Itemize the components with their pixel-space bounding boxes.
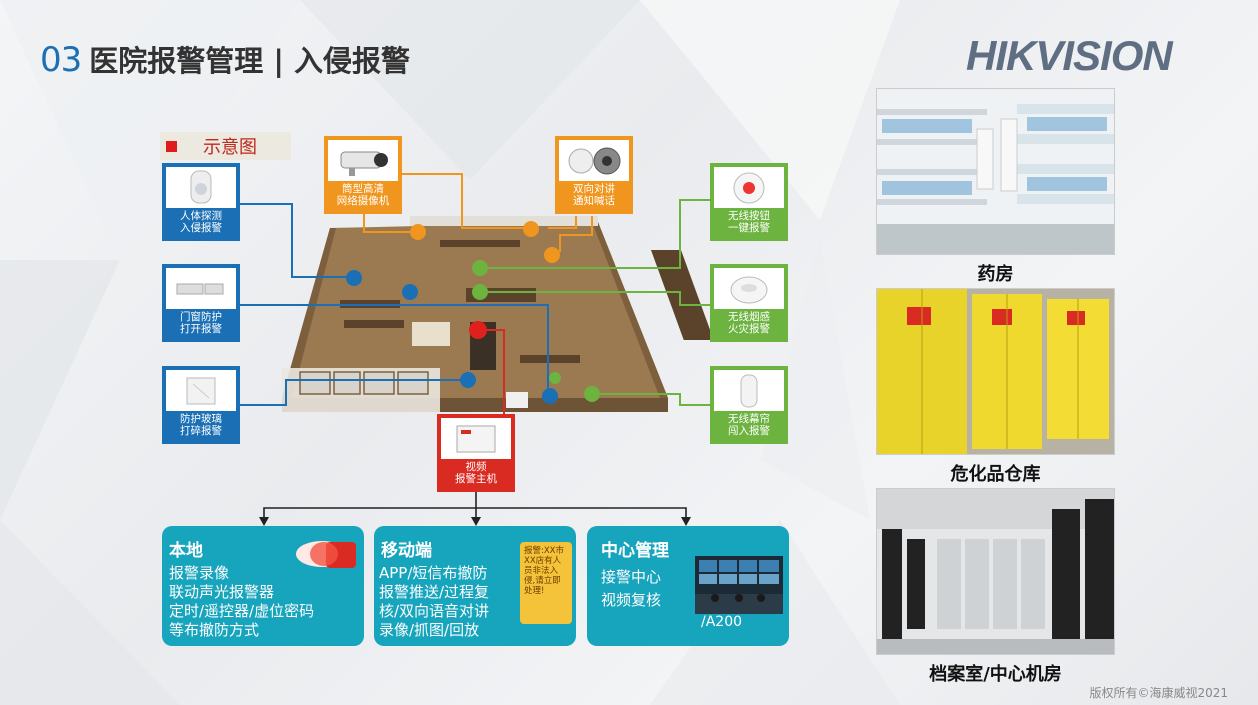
marker-speaker-2 <box>544 247 560 263</box>
marker-door <box>402 284 418 300</box>
marker-door-2 <box>542 388 558 404</box>
legend: 示意图 <box>160 132 291 160</box>
marker-glass <box>460 372 476 388</box>
panel-code: /A200 <box>701 614 743 630</box>
panel-line: APP/短信布撤防 <box>379 564 488 582</box>
hikvision-logo: HIKVISION <box>966 32 1175 79</box>
marker-button <box>472 260 488 276</box>
device-door-window[interactable]: 门窗防护 打开报警 <box>162 264 240 342</box>
device-panic-button[interactable]: 无线按钮 一键报警 <box>710 163 788 241</box>
device-glass-break[interactable]: 防护玻璃 打碎报警 <box>162 366 240 444</box>
motion-sensor-icon <box>166 167 236 208</box>
glass-break-detector-icon <box>166 370 236 411</box>
panel-center: 中心管理 接警中心 视频复核 /A200 <box>587 526 789 646</box>
panel-line: 录像/抓图/回放 <box>379 621 480 639</box>
device-body-sensor[interactable]: 人体探测 入侵报警 <box>162 163 240 241</box>
device-alarm-host[interactable]: 视频 报警主机 <box>437 414 515 492</box>
legend-marker <box>166 140 177 152</box>
curtain-detector-icon <box>714 370 784 411</box>
device-label: 双向对讲 通知喊话 <box>559 181 629 210</box>
smoke-detector-icon <box>714 268 784 309</box>
device-smoke-detector[interactable]: 无线烟感 火灾报警 <box>710 264 788 342</box>
caption-archive: 档案室/中心机房 <box>929 664 1062 685</box>
phone-notification: 报警:XX市XX店有人员非法入侵,请立即处理! <box>520 542 572 624</box>
marker-curtain <box>549 372 561 384</box>
bullet-camera-icon <box>328 140 398 181</box>
hazmat-storage-photo <box>876 288 1115 455</box>
legend-label: 示意图 <box>203 137 257 158</box>
control-room-image <box>695 556 783 614</box>
panel-line: 报警推送/过程复 <box>379 583 490 601</box>
marker-host <box>469 321 487 339</box>
marker-camera <box>410 224 426 240</box>
copyright: 版权所有©海康威视2021 <box>1089 686 1228 700</box>
marker-speaker <box>523 221 539 237</box>
siren-icon <box>296 541 356 568</box>
panel-line: 报警录像 <box>169 564 230 582</box>
device-label: 人体探测 入侵报警 <box>166 208 236 237</box>
caption-pharmacy: 药房 <box>977 264 1014 285</box>
server-room-photo <box>876 488 1115 655</box>
floor-plan <box>282 222 668 398</box>
pharmacy-photo <box>876 88 1115 255</box>
device-label: 门窗防护 打开报警 <box>166 309 236 338</box>
device-label: 防护玻璃 打碎报警 <box>166 411 236 440</box>
device-curtain-detector[interactable]: 无线幕帘 闯入报警 <box>710 366 788 444</box>
caption-hazmat: 危化品仓库 <box>950 464 1041 485</box>
panel-line: 核/双向语音对讲 <box>379 602 490 620</box>
alarm-host-icon <box>441 418 511 459</box>
panel-line: 接警中心 <box>601 568 662 586</box>
speaker-icon <box>559 140 629 181</box>
panel-local: 本地 报警录像 联动声光报警器 定时/遥控器/虚位密码 等布撤防方式 <box>162 526 364 646</box>
page-title: 03 医院报警管理 | 入侵报警 <box>40 38 410 82</box>
panel-title: 中心管理 <box>601 541 669 561</box>
panel-line: 视频复核 <box>601 591 662 609</box>
section-title: 医院报警管理 | 入侵报警 <box>89 44 411 78</box>
device-label: 无线烟感 火灾报警 <box>714 309 784 338</box>
device-speaker[interactable]: 双向对讲 通知喊话 <box>555 136 633 214</box>
panel-title: 移动端 <box>381 541 432 561</box>
marker-smoke <box>472 284 488 300</box>
door-contact-icon <box>166 268 236 309</box>
marker-curtain-2 <box>584 386 600 402</box>
device-camera[interactable]: 筒型高清 网络摄像机 <box>324 136 402 214</box>
device-label: 视频 报警主机 <box>441 459 511 488</box>
device-label: 无线按钮 一键报警 <box>714 208 784 237</box>
panic-button-icon <box>714 167 784 208</box>
panel-line: 定时/遥控器/虚位密码 <box>169 602 315 620</box>
section-number: 03 <box>40 40 82 80</box>
panel-mobile: 移动端 APP/短信布撤防 报警推送/过程复 核/双向语音对讲 录像/抓图/回放… <box>374 526 576 646</box>
marker-body-sensor <box>346 270 362 286</box>
panel-title: 本地 <box>169 541 203 561</box>
device-label: 筒型高清 网络摄像机 <box>328 181 398 210</box>
panel-line: 联动声光报警器 <box>169 583 275 601</box>
panel-line: 等布撤防方式 <box>169 621 260 639</box>
device-label: 无线幕帘 闯入报警 <box>714 411 784 440</box>
svg-text:HIKVISION: HIKVISION <box>966 32 1174 79</box>
